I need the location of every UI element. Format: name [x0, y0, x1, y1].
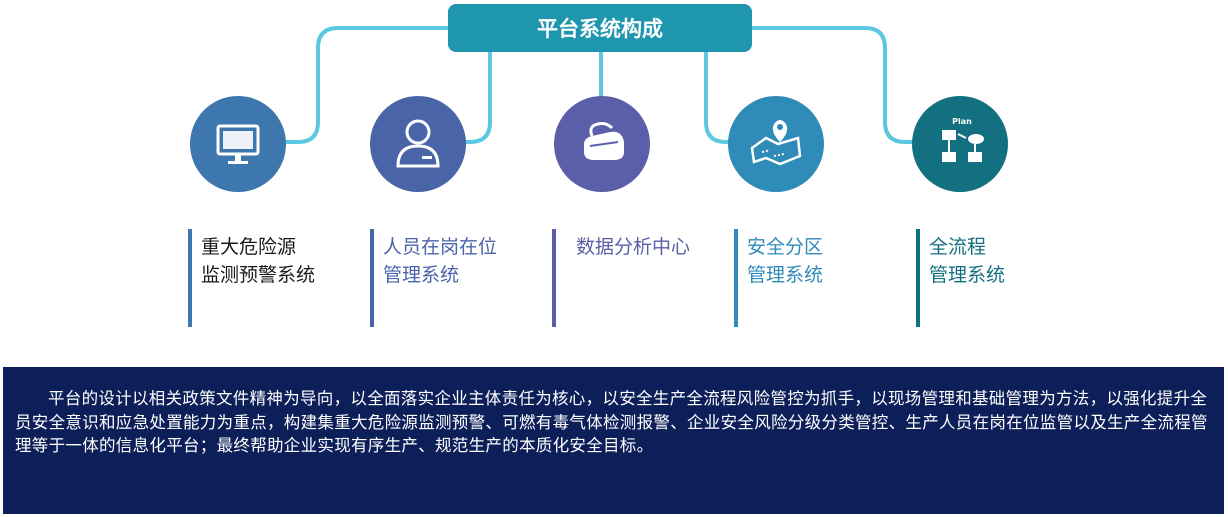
module-label-1-line-2: 监测预警系统	[201, 264, 316, 286]
title-box: 平台系统构成	[448, 4, 752, 52]
module-label-4-line-2: 管理系统	[747, 264, 824, 286]
connector-2	[464, 50, 492, 144]
module-label-2-line-2: 管理系统	[383, 264, 460, 286]
module-label-2-line-1: 人员在岗在位	[383, 236, 498, 258]
connector-1	[284, 26, 450, 144]
module-label-5-line-2: 管理系统	[929, 264, 1006, 286]
module-label-5: 全流程 管理系统	[916, 229, 1086, 327]
page-title: 平台系统构成	[537, 17, 663, 41]
connector-4	[704, 50, 730, 144]
module-circle-1	[190, 96, 286, 192]
mouse-icon	[584, 122, 624, 160]
module-label-1: 重大危险源 监测预警系统	[188, 229, 358, 327]
description-text: 平台的设计以相关政策文件精神为导向，以全面落实企业主体责任为核心，以安全生产全流…	[15, 389, 1208, 455]
description-panel: 平台的设计以相关政策文件精神为导向，以全面落实企业主体责任为核心，以安全生产全流…	[3, 367, 1224, 514]
map-pin-icon	[750, 120, 802, 166]
monitor-icon	[216, 124, 260, 164]
flowchart-plan-text: Plan	[952, 117, 972, 126]
module-label-4: 安全分区 管理系统	[734, 229, 904, 327]
user-icon	[396, 119, 440, 168]
module-circle-2	[370, 96, 466, 192]
module-label-5-line-1: 全流程	[929, 236, 987, 258]
flowchart-icon: Plan	[942, 117, 984, 162]
module-circle-5: Plan	[912, 96, 1008, 192]
module-label-3-line-1: 数据分析中心	[576, 236, 691, 258]
module-label-2: 人员在岗在位 管理系统	[370, 229, 540, 327]
module-circle-4	[728, 96, 824, 192]
module-label-1-line-1: 重大危险源	[201, 236, 297, 258]
module-label-3: 数据分析中心	[552, 229, 722, 327]
module-circle-3	[554, 96, 650, 192]
module-label-4-line-1: 安全分区	[747, 236, 824, 258]
connector-5	[750, 26, 914, 144]
